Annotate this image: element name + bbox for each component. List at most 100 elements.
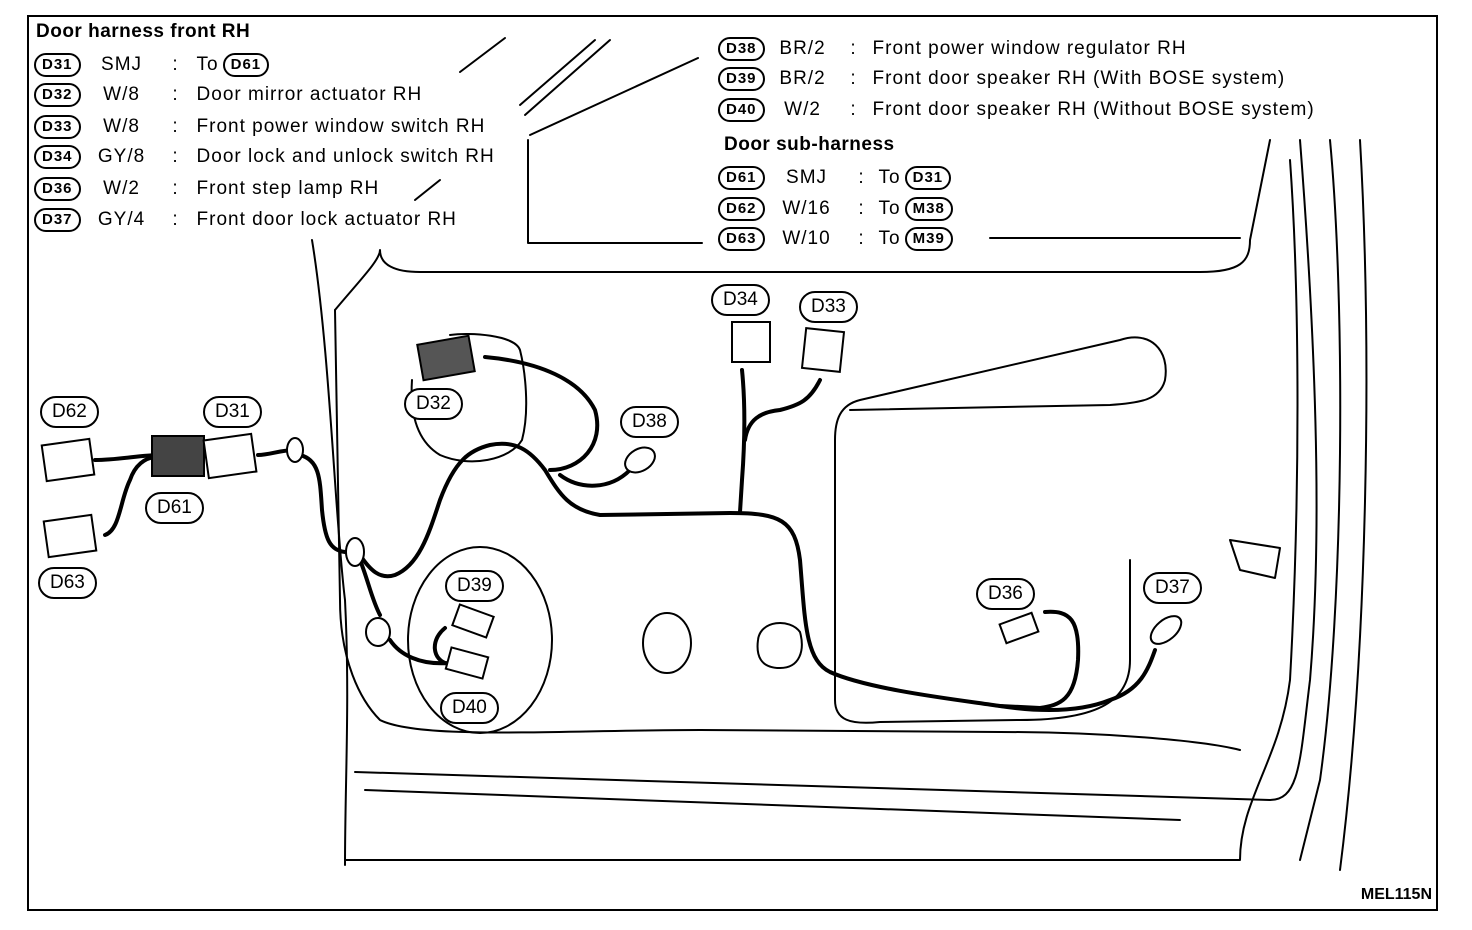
speaker-branch-wire — [358, 558, 382, 617]
speaker-area-outline — [407, 546, 553, 734]
legend-row-d62: D62 W/16 : To M38 — [718, 196, 953, 222]
connector-desc: To — [878, 167, 901, 188]
d32-connector — [416, 334, 476, 382]
callout-d34: D34 — [711, 284, 770, 316]
d36-branch-wire — [998, 648, 1157, 712]
sub-harness-title: Door sub-harness — [724, 134, 895, 155]
legend-row-d38: D38 BR/2 : Front power window regulator … — [718, 36, 1187, 62]
connector-desc: Front door lock actuator RH — [196, 209, 457, 230]
door-harness-title: Door harness front RH — [36, 21, 251, 42]
callout-d61: D61 — [145, 492, 204, 524]
connector-spec: GY/4 — [97, 209, 146, 230]
sub-harness-wire-2 — [103, 455, 157, 537]
figure-frame — [27, 15, 1438, 911]
connector-ref: D61 — [222, 53, 270, 77]
access-hole-2 — [756, 621, 803, 669]
connector-code: D61 — [718, 166, 765, 190]
connector-desc: Front door speaker RH (With BOSE system) — [872, 68, 1286, 89]
grommet-2 — [345, 537, 365, 567]
leader-line — [519, 39, 611, 116]
legend-row-d39: D39 BR/2 : Front door speaker RH (With B… — [718, 66, 1285, 92]
leader-line — [529, 57, 699, 136]
d31-connector — [202, 432, 258, 480]
connector-spec: W/16 — [782, 198, 831, 219]
door-trim-line-3 — [364, 789, 1181, 821]
callout-d32: D32 — [404, 388, 463, 420]
connector-spec: GY/8 — [97, 146, 146, 167]
callout-d38: D38 — [620, 406, 679, 438]
door-panel-inner-edge — [334, 309, 1241, 751]
d37-connector — [1149, 615, 1183, 645]
connector-code: D63 — [718, 227, 765, 251]
connector-spec: SMJ — [786, 167, 828, 188]
connector-code: D39 — [718, 67, 765, 91]
callout-d62: D62 — [40, 396, 99, 428]
d33-branch-wire — [743, 378, 822, 442]
legend-row-d34: D34 GY/8 : Door lock and unlock switch R… — [34, 144, 495, 170]
connector-code: D40 — [718, 98, 765, 122]
d62-connector — [40, 437, 96, 483]
callout-d63: D63 — [38, 567, 97, 599]
service-hole-outline — [834, 336, 1167, 724]
door-panel-outline — [311, 239, 349, 866]
legend-row-d40: D40 W/2 : Front door speaker RH (Without… — [718, 97, 1315, 123]
d32-branch-wire — [483, 355, 600, 472]
callout-d40: D40 — [440, 692, 499, 724]
d36-connector — [998, 611, 1040, 645]
door-frame-inner-line — [1229, 539, 1281, 579]
connector-code: D31 — [34, 53, 81, 77]
leader-line — [414, 179, 441, 201]
connector-desc: To — [878, 228, 901, 249]
connector-code: D32 — [34, 83, 81, 107]
connector-code: D38 — [718, 37, 765, 61]
d34-connector — [731, 321, 771, 363]
legend-row-d33: D33 W/8 : Front power window switch RH — [34, 114, 485, 140]
legend-row-d61: D61 SMJ : To D31 — [718, 165, 952, 191]
d61-connector — [151, 435, 205, 477]
connector-spec: W/8 — [103, 84, 140, 105]
connector-code: D37 — [34, 208, 81, 232]
legend-row-d63: D63 W/10 : To M39 — [718, 226, 953, 252]
connector-spec: BR/2 — [779, 38, 826, 59]
connector-spec: BR/2 — [779, 68, 826, 89]
d40-connector — [444, 646, 490, 680]
callout-d31: D31 — [203, 396, 262, 428]
grommet-3 — [365, 617, 391, 647]
legend-row-d37: D37 GY/4 : Front door lock actuator RH — [34, 207, 457, 233]
door-trim-line-2 — [354, 139, 1318, 801]
d34-branch-wire — [738, 368, 747, 514]
legend-row-d31: D31 SMJ : To D61 — [34, 52, 270, 78]
d63-connector — [42, 513, 98, 559]
connector-spec: W/2 — [784, 99, 821, 120]
connector-desc: Front power window regulator RH — [872, 38, 1187, 59]
connector-desc: Front door speaker RH (Without BOSE syst… — [872, 99, 1315, 120]
d39-connector — [451, 603, 495, 639]
callout-d37: D37 — [1143, 572, 1202, 604]
connector-spec: W/2 — [103, 178, 140, 199]
connector-desc: Door lock and unlock switch RH — [196, 146, 495, 167]
connector-code: D62 — [718, 197, 765, 221]
door-panel-inner — [334, 139, 1271, 311]
legend-row-d36: D36 W/2 : Front step lamp RH — [34, 176, 379, 202]
legend-row-d32: D32 W/8 : Door mirror actuator RH — [34, 82, 422, 108]
callout-d39: D39 — [445, 570, 504, 602]
connector-spec: W/10 — [782, 228, 831, 249]
access-hole — [642, 612, 692, 674]
connector-desc: To — [878, 198, 901, 219]
connector-ref: M38 — [904, 197, 953, 221]
door-right-edge — [1299, 139, 1342, 861]
connector-desc: Front step lamp RH — [196, 178, 380, 199]
connector-code: D36 — [34, 177, 81, 201]
connector-desc: Door mirror actuator RH — [196, 84, 423, 105]
grommet — [286, 437, 304, 463]
connector-desc: Front power window switch RH — [196, 116, 486, 137]
connector-ref: D31 — [904, 166, 952, 190]
connector-desc: To — [196, 54, 219, 75]
main-harness-wire — [298, 441, 1081, 710]
d33-connector — [800, 327, 846, 373]
mirror-area-outline — [410, 332, 528, 463]
connector-ref: M39 — [904, 227, 953, 251]
callout-d33: D33 — [799, 291, 858, 323]
leader-line — [459, 37, 506, 73]
